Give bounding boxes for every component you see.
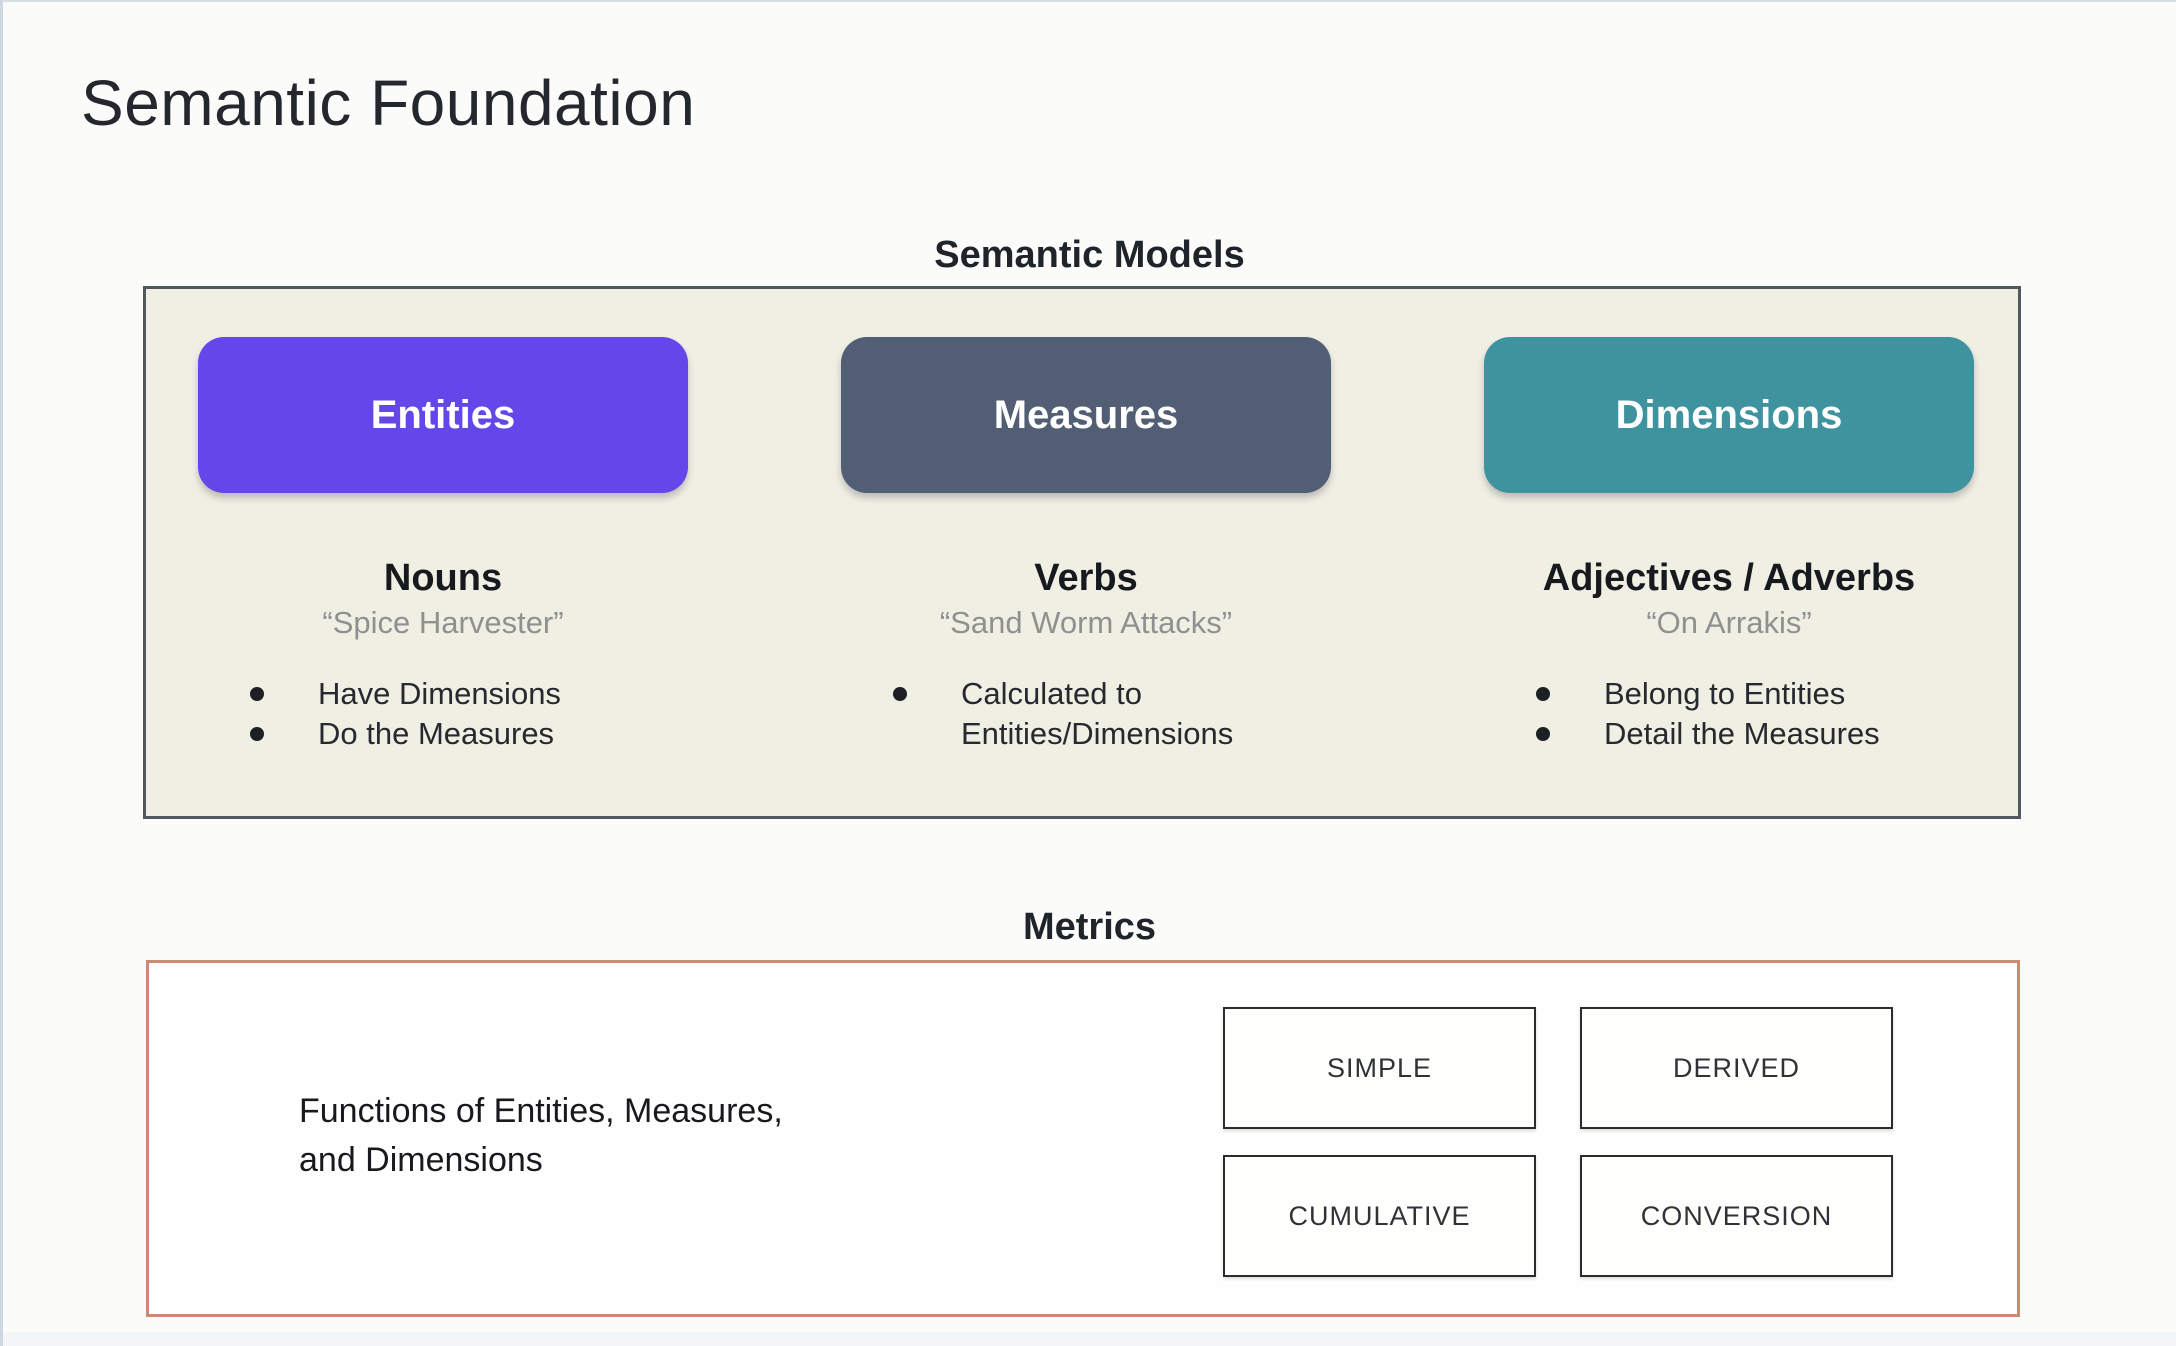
model-column-entities: Entities Nouns “Spice Harvester” Have Di… [198,337,688,816]
entities-bullet-list: Have Dimensions Do the Measures [248,674,561,754]
measures-bullet-list: Calculated to Entities/Dimensions [891,674,1331,754]
dimensions-bullet-list: Belong to Entities Detail the Measures [1534,674,1880,754]
metrics-description-line: Functions of Entities, Measures, [299,1092,783,1130]
model-column-measures: Measures Verbs “Sand Worm Attacks” Calcu… [841,337,1331,816]
dimensions-part-of-speech: Adjectives / Adverbs [1542,557,1916,599]
metric-type-conversion: CONVERSION [1580,1155,1893,1277]
metric-types-grid: SIMPLE DERIVED CUMULATIVE CONVERSION [1223,1007,1893,1277]
dimensions-example-quote: “On Arrakis” [1646,605,1812,640]
metric-type-cumulative: CUMULATIVE [1223,1155,1536,1277]
measures-part-of-speech: Verbs [1034,557,1138,599]
semantic-models-panel: Entities Nouns “Spice Harvester” Have Di… [143,286,2021,819]
metrics-header: Metrics [1022,906,1157,948]
model-column-dimensions: Dimensions Adjectives / Adverbs “On Arra… [1484,337,1974,816]
metrics-description-line: and Dimensions [299,1141,543,1179]
measures-pill: Measures [841,337,1331,493]
measures-example-quote: “Sand Worm Attacks” [939,605,1233,640]
list-item: Calculated to Entities/Dimensions [891,674,1331,754]
metrics-panel: Functions of Entities, Measures, and Dim… [146,960,2020,1317]
dimensions-pill: Dimensions [1484,337,1974,493]
entities-pill: Entities [198,337,688,493]
entities-example-quote: “Spice Harvester” [322,605,564,640]
list-item: Belong to Entities [1534,674,1880,714]
list-item: Do the Measures [248,714,561,754]
list-item: Have Dimensions [248,674,561,714]
semantic-models-header: Semantic Models [934,234,1245,276]
metrics-description: Functions of Entities, Measures, and Dim… [299,1087,783,1185]
page-title: Semantic Foundation [81,67,696,139]
entities-part-of-speech: Nouns [383,557,503,599]
list-item: Detail the Measures [1534,714,1880,754]
metric-type-derived: DERIVED [1580,1007,1893,1129]
metric-type-simple: SIMPLE [1223,1007,1536,1129]
